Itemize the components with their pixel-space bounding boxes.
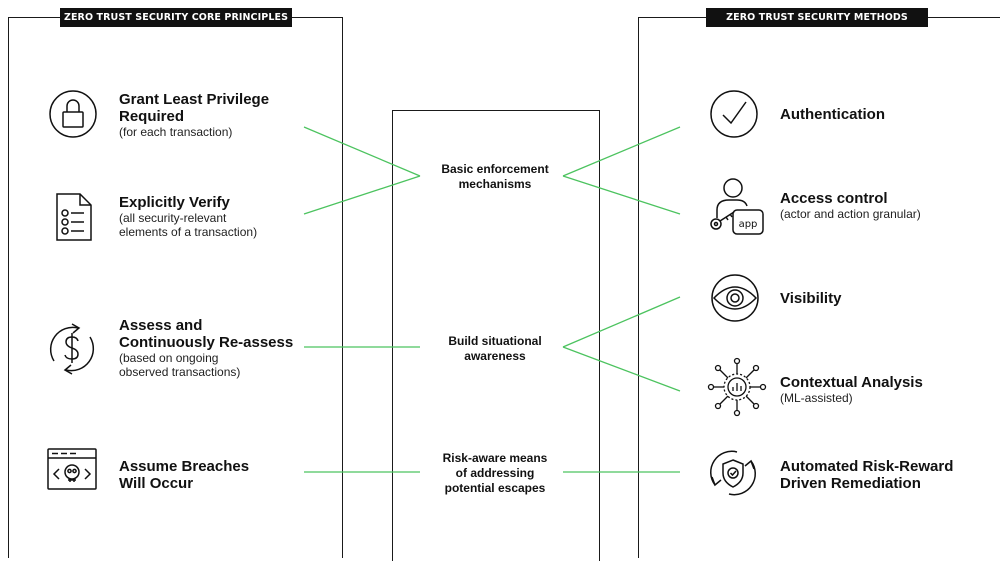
mechanisms-panel bbox=[392, 110, 600, 561]
methods-header: ZERO TRUST SECURITY METHODS bbox=[706, 8, 928, 27]
lock-icon bbox=[49, 90, 97, 138]
principle-explicitly-verify: Explicitly Verify (all security-relevant… bbox=[119, 194, 258, 239]
svg-text:app: app bbox=[739, 219, 758, 230]
principles-panel bbox=[8, 17, 343, 558]
principles-header: ZERO TRUST SECURITY CORE PRINCIPLES bbox=[60, 8, 292, 27]
dollar-cycle-icon bbox=[49, 323, 95, 375]
analysis-network-icon bbox=[707, 357, 767, 417]
shield-cycle-icon bbox=[710, 450, 756, 496]
connector-line bbox=[562, 296, 681, 348]
method-access-control: Access control (actor and action granula… bbox=[780, 190, 921, 221]
connector-line bbox=[562, 126, 681, 177]
eye-icon bbox=[711, 274, 759, 322]
user-key-app-icon: app bbox=[710, 178, 764, 235]
method-authentication: Authentication bbox=[780, 106, 885, 123]
connector-line bbox=[303, 175, 421, 215]
checkmark-circle-icon bbox=[710, 90, 758, 138]
connector-line bbox=[303, 126, 421, 177]
checklist-document-icon bbox=[56, 193, 92, 241]
malware-browser-icon bbox=[47, 448, 97, 490]
method-contextual-analysis: Contextual Analysis (ML-assisted) bbox=[780, 374, 923, 405]
connector-line bbox=[562, 175, 681, 215]
method-visibility: Visibility bbox=[780, 290, 842, 307]
connector-line bbox=[562, 346, 681, 392]
